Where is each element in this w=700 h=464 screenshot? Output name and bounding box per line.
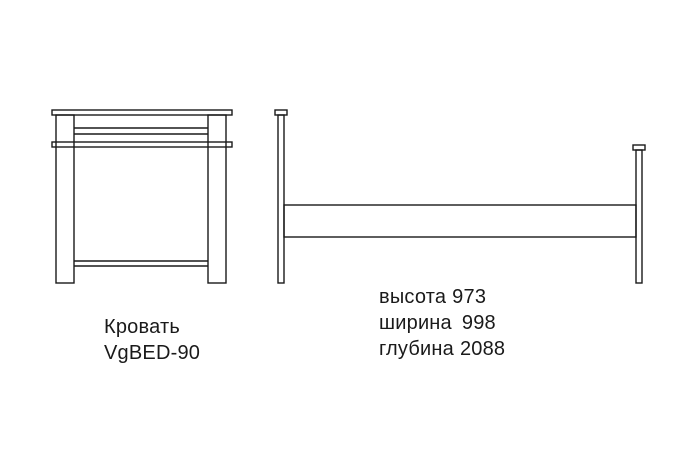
side-foot-post-cap	[632, 144, 646, 151]
side-rail	[283, 204, 637, 238]
side-head-post	[277, 114, 285, 284]
product-model: VgBED-90	[104, 342, 201, 364]
front-top-rail	[51, 109, 233, 116]
side-head-post-cap	[274, 109, 288, 116]
dimension-label-depth: глубина	[379, 338, 454, 360]
front-left-leg	[55, 114, 75, 284]
product-type-label: Кровать	[104, 316, 180, 338]
bed-side-view	[274, 109, 646, 284]
dimension-label-height: высота	[379, 286, 447, 308]
front-middle-rail	[51, 141, 233, 148]
bed-front-view	[51, 109, 233, 284]
dimension-value-height: 973	[452, 286, 487, 308]
side-foot-post	[635, 149, 643, 284]
front-right-leg	[207, 114, 227, 284]
dimension-label-width: ширина	[379, 312, 452, 334]
dimension-row-width: ширина 998	[379, 310, 505, 336]
dimension-value-width: 998	[461, 312, 496, 334]
dimension-value-depth: 2088	[459, 338, 506, 360]
product-caption: Кровать VgBED-90	[104, 314, 200, 366]
